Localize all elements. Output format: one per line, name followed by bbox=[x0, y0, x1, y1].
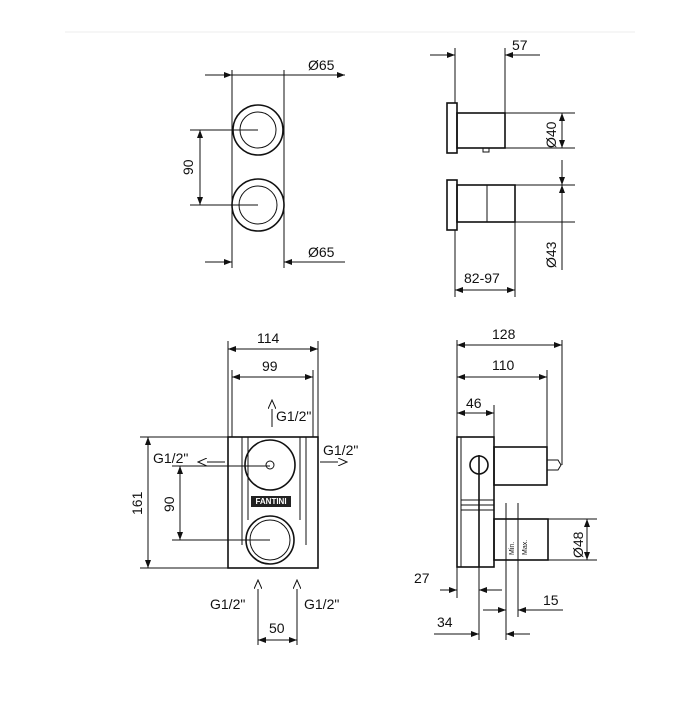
depth-box-label: 46 bbox=[466, 395, 482, 411]
min-label: Min. bbox=[509, 542, 516, 555]
inlet-spacing-label: 50 bbox=[269, 620, 285, 636]
depth-total-label: 128 bbox=[492, 326, 516, 342]
dim-15-label: 15 bbox=[543, 592, 559, 608]
box-side-view: 128 110 46 Ø48 Min. Max. 27 15 34 bbox=[414, 326, 597, 640]
adjust-range-label: 82-97 bbox=[464, 270, 500, 286]
lower-cylinder bbox=[493, 518, 549, 561]
width-outer-label: 114 bbox=[257, 330, 280, 346]
dia-top-label: Ø65 bbox=[308, 57, 335, 73]
dia-handle-label: Ø40 bbox=[543, 121, 559, 148]
width-inner-label: 99 bbox=[262, 358, 278, 374]
dia-knob-label: Ø43 bbox=[543, 241, 559, 268]
dia-bottom-label: Ø65 bbox=[308, 244, 335, 260]
depth-body-label: 110 bbox=[492, 357, 515, 373]
brand-label: FANTINI bbox=[255, 497, 286, 506]
knob-body bbox=[456, 184, 516, 223]
box-outline bbox=[227, 436, 319, 569]
dim-34-label: 34 bbox=[437, 614, 453, 630]
upper-cylinder bbox=[493, 446, 548, 486]
brand-plate bbox=[251, 496, 291, 507]
valve-port-top bbox=[244, 439, 296, 491]
dia-label: Ø48 bbox=[570, 531, 586, 558]
depth-label: 57 bbox=[512, 37, 528, 53]
spacing-label: 90 bbox=[180, 159, 196, 175]
handle-body bbox=[456, 112, 506, 149]
spacing-label: 90 bbox=[161, 496, 177, 512]
front-view: Ø65 Ø65 90 bbox=[180, 57, 345, 268]
box-side-outline bbox=[456, 436, 495, 568]
side-view: 57 Ø40 Ø43 82-97 bbox=[430, 37, 575, 297]
max-label: Max. bbox=[522, 540, 529, 555]
connection-bottom-right-label: G1/2" bbox=[304, 596, 339, 612]
connection-left-label: G1/2" bbox=[153, 450, 188, 466]
connection-top-label: G1/2" bbox=[276, 408, 311, 424]
connection-right-label: G1/2" bbox=[323, 442, 358, 458]
box-front-view: FANTINI 114 99 G1/2" G1/2" G1/2" 161 90 … bbox=[129, 330, 358, 645]
dim-27-label: 27 bbox=[414, 570, 430, 586]
connection-bottom-left-label: G1/2" bbox=[210, 596, 245, 612]
height-label: 161 bbox=[129, 491, 145, 515]
